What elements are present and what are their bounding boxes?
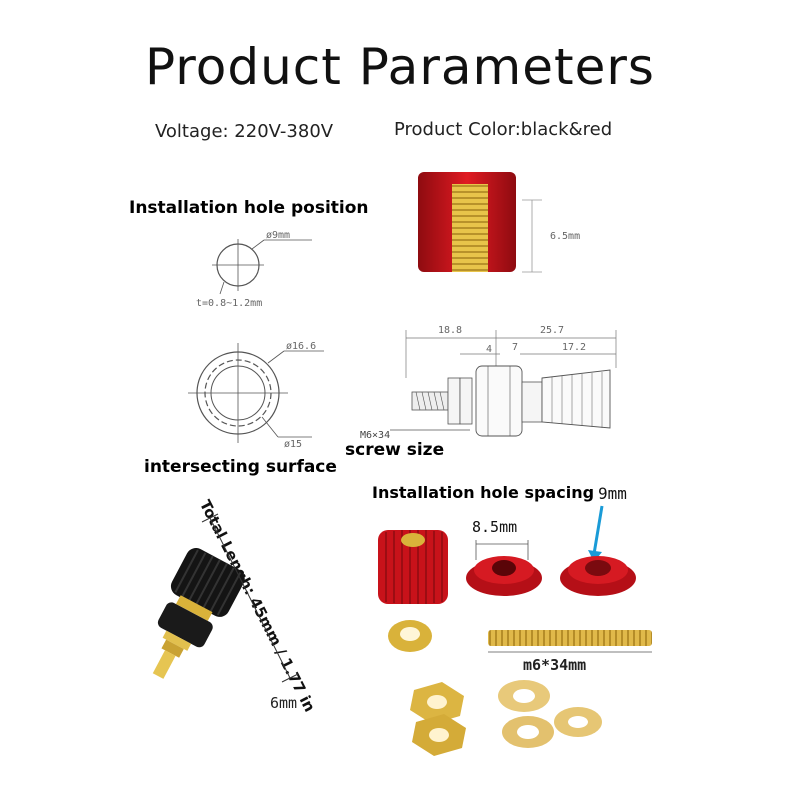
thread-length-label: m6*34mm bbox=[523, 656, 587, 674]
installation-hole-diagram: ø9mm t=0.8~1.2mm bbox=[196, 230, 312, 309]
cap-cross-section: 6.5mm bbox=[418, 172, 580, 273]
thickness-text: t=0.8~1.2mm bbox=[196, 298, 262, 309]
dim-small-a-text: 4 bbox=[486, 344, 492, 355]
red-knob bbox=[378, 530, 448, 604]
hole-diameter-text: ø9mm bbox=[266, 230, 290, 241]
pin-diameter-label: 6mm bbox=[270, 694, 298, 712]
flat-washers bbox=[498, 680, 602, 748]
screw-side-view-diagram: 18.8 25.7 4 7 17.2 M6×34 bbox=[360, 325, 617, 441]
gold-hex-nuts bbox=[410, 682, 466, 756]
red-washer bbox=[466, 540, 542, 596]
spacing-value-label: 9mm bbox=[598, 484, 627, 503]
nut-inner-label: 8.5mm bbox=[472, 518, 518, 536]
screw-spec-text: M6×34 bbox=[360, 430, 390, 441]
installation-hole-position-label: Installation hole position bbox=[129, 198, 369, 218]
dim-small-c-text: 17.2 bbox=[562, 342, 586, 353]
page-title: Product Parameters bbox=[145, 38, 655, 96]
black-binding-post bbox=[152, 548, 245, 679]
dim-small-b-text: 7 bbox=[512, 342, 518, 353]
outer-diameter-text: ø16.6 bbox=[286, 341, 316, 352]
dim-right-text: 25.7 bbox=[540, 325, 564, 336]
intersecting-surface-label: intersecting surface bbox=[144, 457, 337, 477]
product-color-spec: Product Color:black&red bbox=[394, 119, 613, 140]
intersecting-surface-diagram: ø16.6 ø15 bbox=[188, 341, 324, 450]
red-insulating-washer bbox=[560, 505, 636, 596]
gold-nut-small bbox=[388, 620, 432, 652]
installation-hole-spacing-label: Installation hole spacing bbox=[372, 483, 595, 502]
voltage-spec: Voltage: 220V-380V bbox=[155, 121, 334, 142]
screw-size-label: screw size bbox=[345, 440, 445, 460]
cap-height-text: 6.5mm bbox=[550, 231, 580, 242]
dim-left-text: 18.8 bbox=[438, 325, 462, 336]
inner-diameter-text: ø15 bbox=[284, 439, 302, 450]
total-length-dimension-line bbox=[201, 513, 299, 683]
threaded-rod bbox=[488, 630, 652, 653]
